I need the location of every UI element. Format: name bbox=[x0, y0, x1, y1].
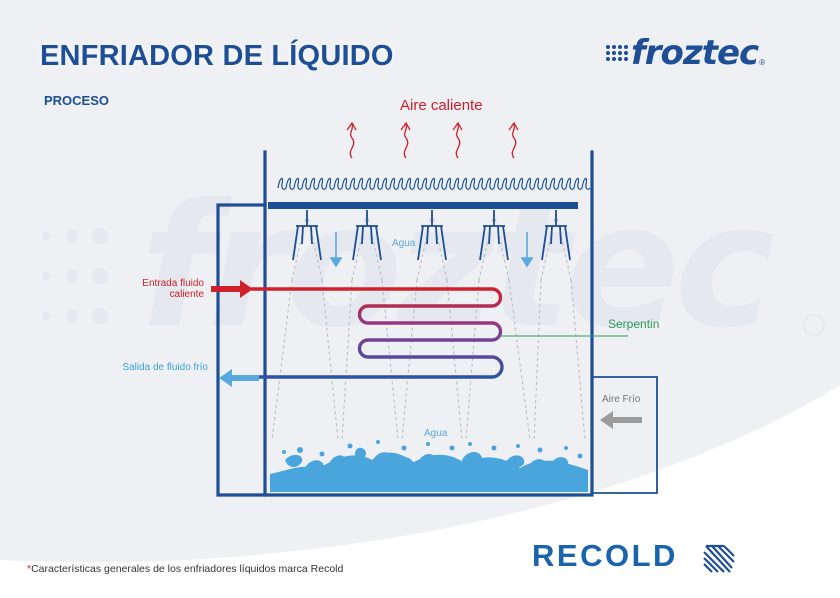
cold-air-arrow bbox=[600, 411, 642, 429]
label-cold-air: Aire Frío bbox=[602, 394, 641, 405]
label-hot-air: Aire caliente bbox=[400, 97, 483, 114]
fluid-inlet-arrow bbox=[211, 280, 253, 298]
watermark-logo: froztec bbox=[42, 168, 825, 366]
section-subtitle: PROCESO bbox=[44, 93, 110, 108]
logo-dots-icon bbox=[606, 45, 628, 61]
fluid-outlet-arrow bbox=[219, 369, 259, 387]
logo-text: froztec bbox=[631, 33, 759, 73]
recold-logo-text: RECOLD bbox=[532, 538, 678, 573]
cold-air-inlet bbox=[592, 376, 658, 494]
hot-air-arrows bbox=[346, 121, 519, 159]
water-flow-arrows bbox=[329, 232, 534, 268]
drift-eliminator bbox=[277, 177, 591, 190]
water-basin bbox=[270, 440, 588, 492]
registered-mark: ® bbox=[759, 58, 766, 67]
svg-text:froztec: froztec bbox=[140, 168, 773, 366]
recold-logo: RECOLD bbox=[532, 538, 678, 574]
spray-nozzles bbox=[292, 210, 571, 261]
footer-note: *Características generales de los enfria… bbox=[27, 563, 343, 575]
page-title: ENFRIADOR DE LÍQUIDO bbox=[40, 40, 394, 72]
cooler-frame bbox=[216, 150, 594, 497]
froztec-logo: froztec ® bbox=[606, 33, 765, 73]
label-fluid-outlet: Salida de fluido frío bbox=[122, 362, 208, 373]
recold-mark-icon bbox=[703, 544, 735, 573]
label-fluid-inlet: Entrada fluido caliente bbox=[142, 278, 204, 300]
footer-note-text: Características generales de los enfriad… bbox=[31, 563, 344, 575]
label-water-basin: Agua bbox=[424, 428, 448, 439]
serpentine-coil bbox=[250, 287, 504, 379]
label-coil: Serpentin bbox=[608, 317, 660, 331]
label-water-spray: Agua bbox=[392, 238, 416, 249]
spray-header bbox=[268, 202, 578, 209]
footer-asterisk: * bbox=[27, 563, 32, 575]
